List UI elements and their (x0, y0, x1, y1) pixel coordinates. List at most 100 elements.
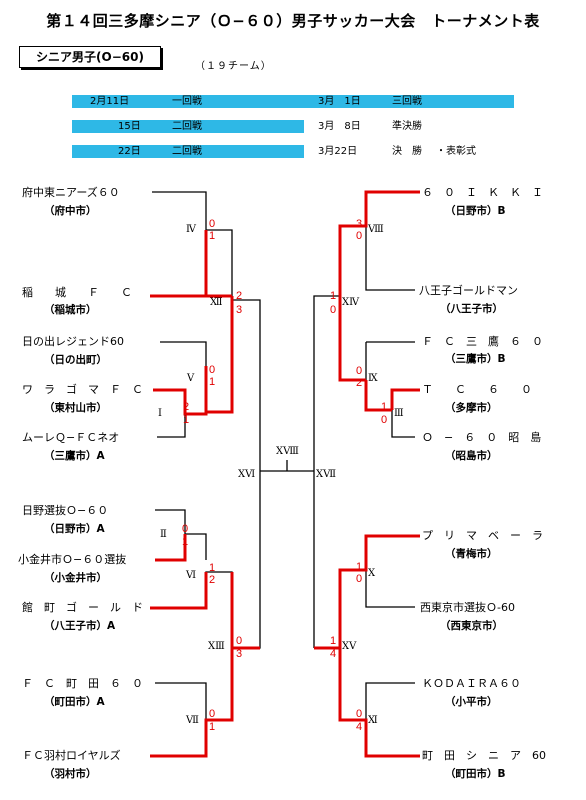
match-score: 2 (356, 377, 363, 389)
match-score: 4 (330, 648, 337, 660)
match-score: 1 (209, 721, 216, 733)
match-score: 4 (356, 721, 363, 733)
team-city: （日野市）B (445, 205, 506, 217)
bracket-lines-black (152, 191, 415, 720)
team-city: （多摩市） (445, 402, 498, 414)
team-city: （西東京市） (440, 620, 503, 632)
match-score: 1 (183, 414, 190, 426)
bracket-lines-winner (150, 190, 420, 758)
round-label: Ⅹ (368, 568, 376, 579)
team-city: （小金井市） (44, 572, 107, 584)
team-name: ＦＣ羽村ロイヤルズ (22, 749, 121, 762)
team-name: 八王子ゴールドマン (419, 284, 518, 297)
team-city: （八王子市） (440, 303, 503, 315)
schedule-note: ・表彰式 (436, 146, 476, 157)
team-city: （昭島市） (445, 450, 498, 462)
round-label: XⅢ (208, 641, 225, 652)
match-score: 1 (330, 635, 337, 647)
round-label: XⅤ (342, 641, 357, 652)
match-score: 2 (183, 401, 190, 413)
team-name: ６ ０ Ｉ Ｋ Ｋ Ｉ (422, 186, 543, 199)
match-score: 2 (236, 290, 243, 302)
team-name: 府中東ニアーズ６０ (22, 186, 120, 199)
schedule-round: 二回戦 (172, 121, 202, 132)
division-label: シニア男子(O−60) (19, 46, 161, 68)
match-score: 1 (356, 561, 363, 573)
round-label: XⅦ (316, 469, 337, 480)
schedule-date: 3月 1日 (318, 96, 361, 107)
match-score: 0 (356, 230, 363, 242)
team-city: （羽村市） (44, 768, 97, 780)
team-city: （三鷹市）B (445, 353, 506, 365)
page-title: 第１４回三多摩シニア（Ｏ−６０）男子サッカー大会 トーナメント表 (46, 12, 540, 30)
schedule-round: 三回戦 (392, 96, 422, 107)
schedule-date: 2月11日 (90, 96, 130, 107)
round-label: Ⅱ (160, 529, 167, 540)
team-name: プ リ マ ベ ー ラ (422, 529, 543, 542)
match-score: 3 (356, 218, 363, 230)
match-score: 2 (209, 574, 216, 586)
schedule-round: 一回戦 (172, 96, 202, 107)
match-score: 1 (330, 290, 337, 302)
match-score: 1 (182, 536, 189, 548)
schedule-date: 3月 8日 (318, 121, 361, 132)
match-score: 3 (236, 648, 243, 660)
round-label: Ⅻ (210, 297, 223, 308)
match-score: 1 (209, 230, 216, 242)
round-label: Ⅴ (187, 373, 195, 384)
round-label: XⅧ (276, 446, 299, 457)
team-name: Ｔ Ｃ ６ ０ (422, 383, 532, 396)
team-name: 日の出レジェンド60 (22, 335, 124, 348)
schedule-row: 15日 二回戦 (72, 120, 304, 133)
round-label: Ⅵ (186, 570, 197, 581)
team-city: （三鷹市）A (44, 450, 105, 462)
match-score: 0 (209, 364, 216, 376)
team-name: Ｆ Ｃ 町 田 ６ ０ (22, 677, 143, 690)
team-city: （町田市）A (44, 696, 105, 708)
round-label: XⅣ (342, 297, 360, 308)
team-name: 小金井市Ｏ−６０選抜 (18, 553, 127, 566)
schedule-round: 二回戦 (172, 146, 202, 157)
team-name: 館 町 ゴ ー ル ド (22, 601, 143, 614)
schedule-row: 22日 二回戦 (72, 145, 304, 158)
round-label: Ⅲ (394, 408, 404, 419)
team-name: 稲 城 Ｆ Ｃ (22, 286, 132, 299)
match-score: 0 (236, 635, 243, 647)
match-score: 1 (381, 401, 388, 413)
schedule-round: 準決勝 (392, 121, 422, 132)
team-name: 町 田 シ ニ ア 60 (422, 749, 546, 762)
schedule-date: 22日 (118, 146, 141, 157)
match-score: 3 (236, 304, 243, 316)
match-score: 0 (182, 523, 189, 535)
team-name: ＫＯＤＡＩＲＡ６０ (422, 677, 521, 690)
team-count: （１９チーム） (195, 61, 272, 72)
match-score: 0 (381, 414, 388, 426)
team-city: （稲城市） (44, 304, 97, 316)
team-city: （町田市）B (445, 768, 506, 780)
team-name: Ｆ Ｃ 三 鷹 ６ ０ (422, 335, 543, 348)
schedule-date: 15日 (118, 121, 141, 132)
round-label: XⅥ (238, 469, 256, 480)
match-score: 1 (209, 562, 216, 574)
team-city: （府中市） (44, 205, 97, 217)
team-city: （日野市）A (44, 523, 105, 535)
team-name: ムーレＱ−ＦＣネオ (22, 431, 120, 444)
round-label: Ⅰ (158, 408, 162, 419)
round-label: Ⅶ (186, 715, 199, 726)
team-city: （日の出町） (44, 354, 107, 366)
team-city: （東村山市） (44, 402, 107, 414)
match-score: 0 (209, 708, 216, 720)
schedule-row: 2月11日 一回戦 3月 1日 三回戦 (72, 95, 514, 108)
schedule-round: 決 勝 (392, 146, 422, 157)
round-label: Ⅳ (186, 224, 196, 235)
match-score: 0 (356, 573, 363, 585)
match-score: 0 (330, 304, 337, 316)
round-label: Ⅺ (368, 715, 378, 726)
match-score: 0 (209, 218, 216, 230)
team-name: 日野選抜Ｏ−６０ (22, 504, 109, 517)
team-name: ワ ラ ゴ マ Ｆ Ｃ (22, 383, 143, 396)
team-city: （八王子市）A (44, 620, 116, 632)
team-name: 西東京市選抜Ｏ-60 (420, 601, 515, 614)
match-score: 0 (356, 365, 363, 377)
